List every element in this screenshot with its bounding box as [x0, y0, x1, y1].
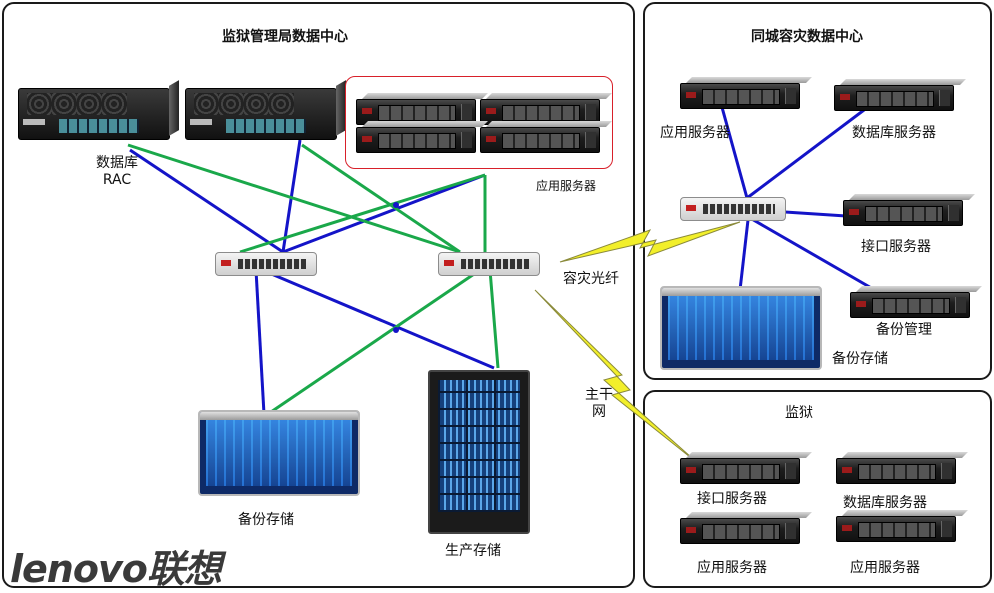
- dr-interface-server[interactable]: [843, 194, 975, 226]
- rac-database-server-1[interactable]: [18, 80, 179, 140]
- backbone-label: 主干 网: [585, 387, 613, 420]
- prison-app-server-1[interactable]: [680, 512, 812, 544]
- prison-db-server-label: 数据库服务器: [843, 495, 927, 511]
- prison-app-server-2[interactable]: [836, 510, 968, 542]
- dr-backup-mgmt-label: 备份管理: [876, 322, 932, 338]
- rac-label: 数据库 RAC: [96, 155, 138, 188]
- production-storage-label: 生产存储: [445, 543, 501, 559]
- dr-interface-server-label: 接口服务器: [861, 239, 931, 255]
- prison-interface-server[interactable]: [680, 452, 812, 484]
- dr-app-server[interactable]: [680, 77, 812, 109]
- prison-interface-server-label: 接口服务器: [697, 491, 767, 507]
- dr-fiber-label: 容灾光纤: [563, 271, 619, 287]
- dr-panel-title: 同城容灾数据中心: [751, 29, 863, 45]
- main-panel-title: 监狱管理局数据中心: [222, 29, 348, 45]
- dr-backup-storage-label: 备份存储: [832, 351, 888, 367]
- dr-db-server-label: 数据库服务器: [852, 125, 936, 141]
- prison-app-server-2-label: 应用服务器: [850, 560, 920, 576]
- backup-storage-label: 备份存储: [238, 512, 294, 528]
- dr-db-server[interactable]: [834, 79, 966, 111]
- prison-panel: [643, 390, 992, 588]
- dr-backup-storage-array[interactable]: [660, 286, 822, 370]
- app-server-group-box: [345, 76, 613, 169]
- prison-panel-title: 监狱: [785, 405, 813, 421]
- prison-db-server[interactable]: [836, 452, 968, 484]
- app-servers-group-label: 应用服务器: [536, 179, 597, 193]
- fc-switch-left[interactable]: [215, 252, 317, 276]
- backup-storage-array[interactable]: [198, 410, 360, 496]
- app-server[interactable]: [480, 121, 612, 153]
- app-server[interactable]: [356, 121, 488, 153]
- dr-app-server-label: 应用服务器: [660, 125, 730, 141]
- production-storage-array[interactable]: [428, 370, 530, 534]
- app-server[interactable]: [356, 93, 488, 125]
- dr-backup-mgmt-server[interactable]: [850, 286, 982, 318]
- prison-app-server-1-label: 应用服务器: [697, 560, 767, 576]
- lenovo-logo: lenovo联想: [10, 547, 222, 591]
- dr-switch[interactable]: [680, 197, 786, 221]
- rac-database-server-2[interactable]: [185, 80, 346, 140]
- app-server[interactable]: [480, 93, 612, 125]
- fc-switch-right[interactable]: [438, 252, 540, 276]
